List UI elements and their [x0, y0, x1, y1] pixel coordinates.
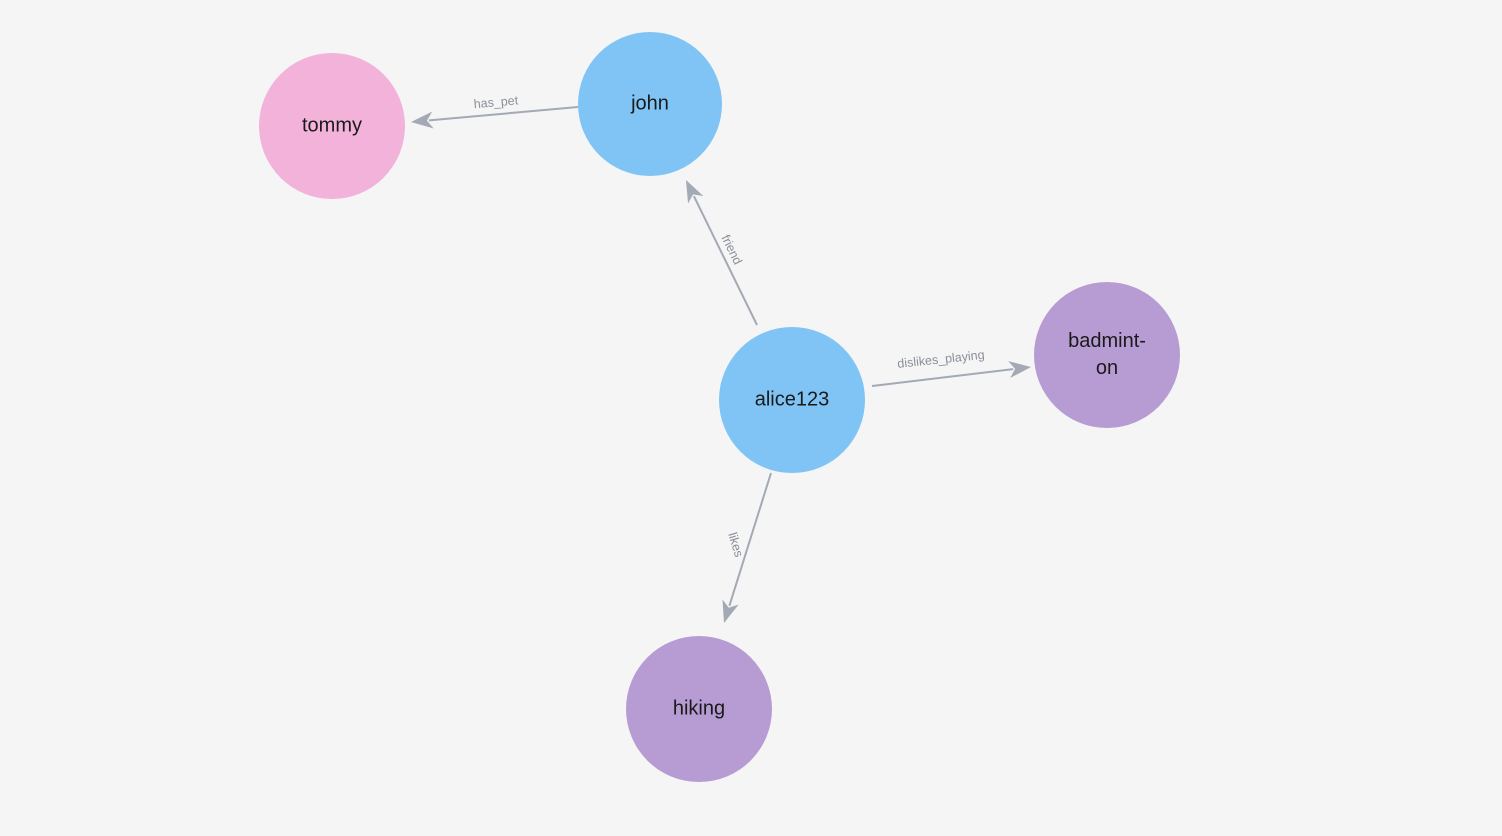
node-circle[interactable] — [626, 636, 772, 782]
edge-label: has_pet — [473, 93, 519, 111]
graph-edge[interactable]: has_pet — [411, 93, 579, 129]
graph-edge[interactable]: likes — [722, 472, 772, 623]
edge-line — [728, 472, 772, 607]
node-circle[interactable] — [259, 53, 405, 199]
edge-arrowhead-icon — [411, 111, 434, 129]
edge-label: dislikes_playing — [897, 348, 986, 371]
node-circle[interactable] — [578, 32, 722, 176]
graph-edge[interactable]: friend — [686, 180, 758, 326]
graph-node-john[interactable]: john — [578, 32, 722, 176]
edge-line — [693, 195, 758, 326]
graph-edge[interactable]: dislikes_playing — [871, 348, 1031, 387]
graph-node-hiking[interactable]: hiking — [626, 636, 772, 782]
graph-node-badminton[interactable]: badmint-on — [1034, 282, 1180, 428]
edge-arrowhead-icon — [722, 599, 739, 623]
edge-arrowhead-icon — [1008, 361, 1031, 379]
edge-line — [871, 368, 1014, 387]
graph-node-alice123[interactable]: alice123 — [719, 327, 865, 473]
node-circle[interactable] — [719, 327, 865, 473]
nodes-layer: alice123 john tommy badmint-on hiking — [259, 32, 1180, 782]
edge-label: likes — [725, 531, 746, 559]
edge-label: friend — [718, 233, 744, 267]
edge-line — [428, 106, 579, 122]
graph-node-tommy[interactable]: tommy — [259, 53, 405, 199]
edge-arrowhead-icon — [686, 180, 704, 204]
node-circle[interactable] — [1034, 282, 1180, 428]
